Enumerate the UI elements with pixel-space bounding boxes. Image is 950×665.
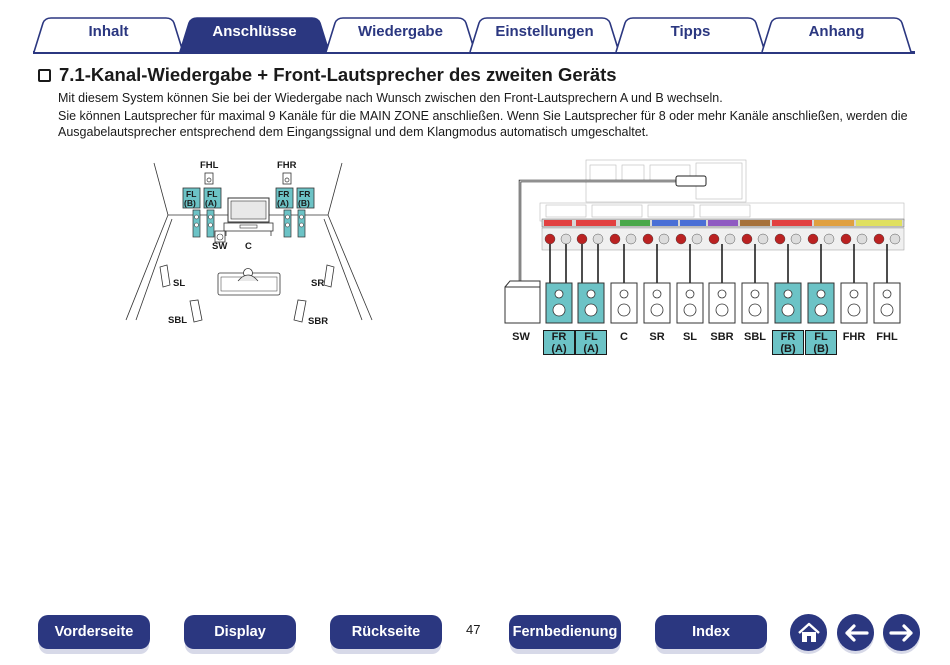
display-button[interactable]: Display (184, 615, 296, 649)
tab-label: Anschlüsse (212, 23, 297, 40)
speaker-fhl (204, 172, 214, 185)
speaker-label-main: SW (512, 331, 530, 343)
speaker-label-main: SL (682, 331, 698, 343)
back-button[interactable] (837, 614, 874, 651)
fernbedienung-button[interactable]: Fernbedienung (509, 615, 621, 649)
speaker-label: FR(A) (543, 330, 575, 355)
tab-einstellungen[interactable]: Einstellungen (469, 17, 620, 52)
receiver-wiring-diagram (504, 159, 905, 324)
speaker-label: FL(B) (805, 330, 837, 355)
speaker-label-main: FHL (876, 331, 898, 343)
speaker-label: SW (505, 331, 537, 343)
speaker-label-sub: (B) (780, 343, 796, 355)
label-sr: SR (311, 278, 324, 289)
tab-label: Anhang (808, 23, 865, 40)
svg-text:FR: FR (278, 189, 289, 199)
home-icon (797, 622, 820, 642)
tab-underline (33, 51, 915, 54)
page-title: 7.1-Kanal-Wiedergabe + Front-Lautspreche… (59, 64, 617, 85)
svg-text:(B): (B) (184, 198, 196, 208)
speaker-wires (549, 244, 888, 285)
speaker-label-sub: (A) (551, 343, 567, 355)
badge-fl-a: FL (A) (203, 187, 222, 209)
speaker-label-main: FHR (842, 331, 866, 343)
speaker-label: C (608, 331, 640, 343)
room-layout-diagram: FHL FHR FL (B) FL (A) FR (A) FR (B) (125, 160, 373, 325)
speaker-label: SR (641, 331, 673, 343)
speaker-label-main: SR (649, 331, 665, 343)
tab-label: Einstellungen (495, 23, 594, 40)
intro-paragraph: Mit diesem System können Sie bei der Wie… (58, 91, 723, 105)
vorderseite-button[interactable]: Vorderseite (38, 615, 150, 649)
tab-anschluesse[interactable]: Anschlüsse (179, 17, 330, 52)
speaker-label-main: SBR (710, 331, 734, 343)
speaker-label: FHR (838, 331, 870, 343)
speaker-terminal-strip (541, 218, 905, 251)
speaker-label-main: C (620, 331, 628, 343)
svg-text:(A): (A) (277, 198, 289, 208)
forward-button[interactable] (883, 614, 920, 651)
tab-label: Tipps (670, 23, 711, 40)
tab-bar: Inhalt Anschlüsse Wiedergabe Einstellung… (33, 16, 915, 54)
svg-text:FL: FL (186, 189, 196, 199)
label-sbr: SBR (308, 316, 328, 325)
sofa-icon (217, 268, 281, 296)
speaker-label-sub: (A) (583, 343, 599, 355)
label-sw: SW (212, 241, 227, 252)
speaker-label-main: FR (780, 331, 796, 343)
svg-text:FR: FR (299, 189, 310, 199)
subwoofer-icon (214, 230, 226, 243)
arrow-right-icon (888, 623, 913, 642)
label-sl: SL (173, 278, 185, 289)
section-heading: 7.1-Kanal-Wiedergabe + Front-Lautspreche… (38, 64, 617, 86)
speaker-label-main: FR (551, 331, 567, 343)
badge-fr-b: FR (B) (296, 187, 315, 209)
badge-fr-a: FR (A) (275, 187, 294, 209)
speaker-label-sub: (B) (813, 343, 829, 355)
speaker-label-main: FL (814, 331, 828, 343)
receiver-back-panel (539, 159, 905, 222)
label-c: C (245, 241, 252, 252)
speaker-label: SL (674, 331, 706, 343)
surround-speakers (159, 264, 335, 323)
label-sbl: SBL (168, 315, 187, 325)
label-fhr: FHR (277, 160, 297, 171)
tab-tipps[interactable]: Tipps (615, 17, 766, 52)
speaker-label: FR(B) (772, 330, 804, 355)
svg-text:(A): (A) (205, 198, 217, 208)
label-fhl: FHL (200, 160, 219, 171)
arrow-left-icon (844, 623, 869, 642)
tab-label: Inhalt (88, 23, 129, 40)
speaker-label: FHL (871, 331, 903, 343)
index-button[interactable]: Index (655, 615, 767, 649)
svg-text:(B): (B) (298, 198, 310, 208)
tv-icon (223, 197, 274, 236)
terminal-posts (544, 233, 901, 245)
speaker-label-main: FL (584, 331, 598, 343)
detail-paragraph: Sie können Lautsprecher für maximal 9 Ka… (58, 109, 908, 139)
home-button[interactable] (790, 614, 827, 651)
speaker-label: FL(A) (575, 330, 607, 355)
speaker-fhr (282, 172, 292, 185)
speaker-label: SBL (739, 331, 771, 343)
speaker-cabinets (545, 282, 901, 324)
tab-wiedergabe[interactable]: Wiedergabe (325, 17, 476, 52)
tab-label: Wiedergabe (358, 23, 443, 40)
speaker-label: SBR (706, 331, 738, 343)
rueckseite-button[interactable]: Rückseite (330, 615, 442, 649)
badge-fl-b: FL (B) (182, 187, 201, 209)
tab-anhang[interactable]: Anhang (761, 17, 912, 52)
checkbox-bullet-icon (38, 68, 51, 82)
subwoofer-icon (504, 280, 541, 324)
svg-text:FL: FL (207, 189, 217, 199)
page-number: 47 (466, 622, 481, 637)
speaker-label-main: SBL (744, 331, 766, 343)
tab-inhalt[interactable]: Inhalt (33, 17, 184, 52)
